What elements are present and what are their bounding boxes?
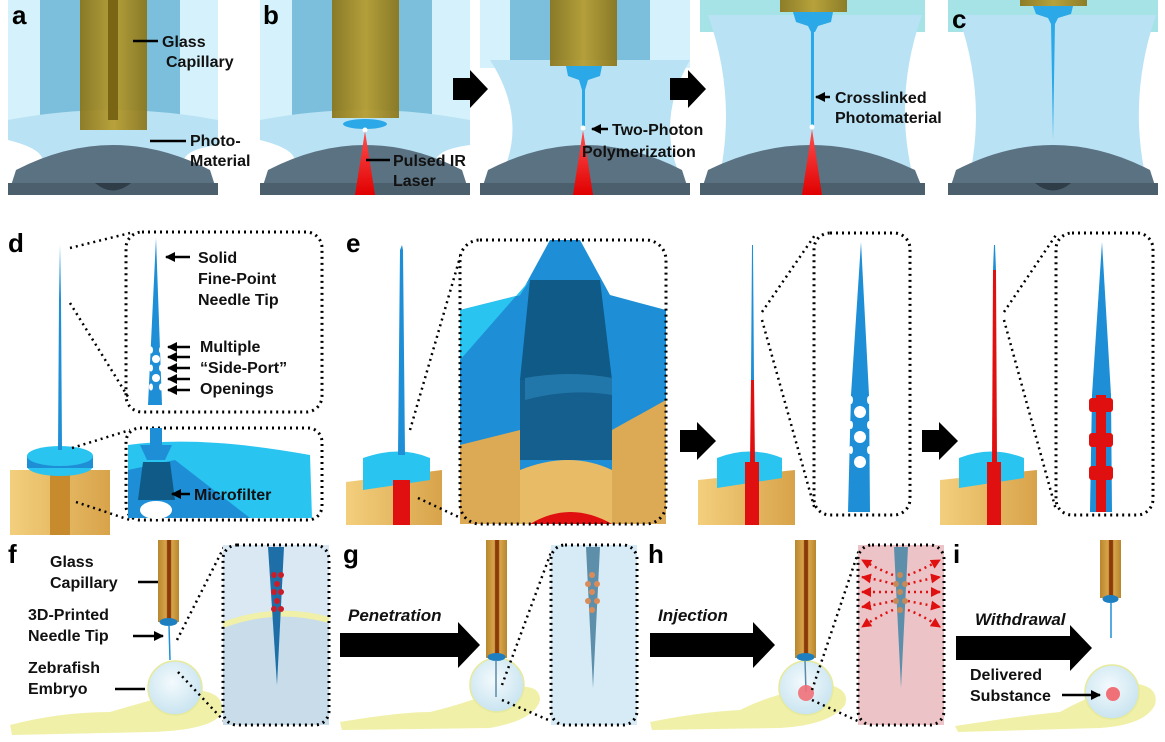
panel-f: f Glass Capillary 3D-Printed Needle Tip … [8, 539, 331, 735]
inset-cross-section [458, 238, 668, 526]
panel-g: g Penetration [340, 539, 639, 730]
panel-c: c [948, 0, 1158, 195]
label-3d-needle: 3D-Printed [28, 607, 109, 624]
delivered-substance [1106, 687, 1120, 701]
svg-text:Laser: Laser [393, 173, 436, 190]
panel-letter-i: i [953, 539, 960, 569]
substance-droplet [798, 685, 814, 701]
zebrafish-embryo [147, 660, 203, 716]
label-f-glass: Glass [50, 554, 94, 571]
panel-i: i Withdrawal Delivered Substance [953, 539, 1156, 732]
panel-h: h Injection [648, 539, 946, 730]
arrow-label-penetration: Penetration [348, 606, 442, 625]
svg-text:Photomaterial: Photomaterial [835, 110, 942, 127]
panel-letter-e: e [346, 228, 360, 258]
inset-needle-tip [124, 230, 324, 414]
block-arrow-icon [650, 622, 775, 668]
label-crosslinked: Crosslinked [835, 90, 927, 107]
inset-microfilter [124, 426, 324, 522]
label-two-photon: Two-Photon [612, 122, 703, 139]
svg-text:“Side-Port”: “Side-Port” [200, 360, 287, 377]
panel-letter-d: d [8, 228, 24, 258]
capillary [158, 540, 179, 622]
panel-letter-a: a [12, 0, 27, 30]
panel-letter-h: h [648, 539, 664, 569]
panel-b-frame-3: Crosslinked Photomaterial [700, 0, 942, 195]
svg-text:Material: Material [190, 153, 250, 170]
svg-text:Needle Tip: Needle Tip [198, 292, 279, 309]
label-microfilter: Microfilter [194, 487, 271, 504]
svg-text:Polymerization: Polymerization [582, 144, 696, 161]
svg-text:Embryo: Embryo [28, 681, 88, 698]
label-glass: Glass [162, 34, 206, 51]
block-arrow-icon [922, 422, 958, 460]
svg-text:Substance: Substance [970, 688, 1051, 705]
panel-e: e [346, 228, 668, 526]
label-side-ports: Multiple [200, 339, 261, 356]
block-arrow-icon [956, 625, 1092, 671]
arrow-label-injection: Injection [658, 606, 728, 625]
base-stage [8, 145, 218, 195]
panel-e-filled-frame [698, 231, 912, 525]
label-zebrafish: Zebrafish [28, 660, 100, 677]
panel-letter-c: c [952, 4, 966, 34]
svg-text:Capillary: Capillary [166, 54, 234, 71]
svg-text:Capillary: Capillary [50, 575, 118, 592]
label-solid-tip: Solid [198, 250, 237, 267]
svg-text:Openings: Openings [200, 381, 274, 398]
panel-d: d Solid Fine-Point Needle Tip [8, 228, 324, 535]
arrow-label-withdrawal: Withdrawal [975, 610, 1067, 629]
panel-letter-b: b [263, 0, 279, 30]
panel-letter-g: g [343, 539, 359, 569]
label-laser: Pulsed IR [393, 153, 466, 170]
panel-letter-f: f [8, 539, 17, 569]
svg-text:Fine-Point: Fine-Point [198, 271, 277, 288]
laser-beam [355, 131, 375, 195]
label-photomaterial: Photo- [190, 133, 241, 150]
panel-a: a Glass Capillary Photo- Material [8, 0, 250, 195]
svg-text:Needle Tip: Needle Tip [28, 628, 109, 645]
panel-e-injected-frame [940, 231, 1155, 525]
block-arrow-icon [680, 422, 716, 460]
block-arrow-icon [453, 70, 488, 108]
needle-overview [58, 245, 62, 450]
label-delivered: Delivered [970, 667, 1042, 684]
panel-b-frame-2: Two-Photon Polymerization [480, 0, 703, 195]
block-arrow-icon [340, 622, 480, 668]
block-arrow-icon [670, 70, 706, 108]
panel-b-frame-1: b Pulsed IR Laser [260, 0, 470, 195]
